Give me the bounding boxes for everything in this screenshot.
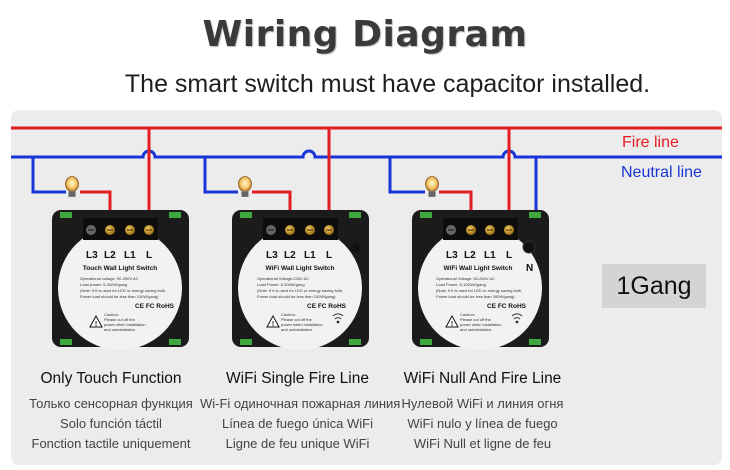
- caution-text: Caution:: [104, 312, 119, 317]
- switch-label-plate: [238, 226, 362, 350]
- light-bulb-icon: [65, 176, 79, 197]
- caption-line: Нулевой WiFi и линия огня: [401, 396, 564, 411]
- switch-model-name: Touch Wall Light Switch: [83, 265, 157, 272]
- terminal-label-l2: L2: [284, 250, 296, 261]
- caution-text: and uninstallation.: [104, 327, 136, 332]
- switch-model-name: WiFi Wall Light Switch: [265, 265, 334, 272]
- switch-unit-wifi-single-fire: L3 L2 L1 L WiFi Wall Light Switch Operat…: [203, 128, 369, 350]
- spec-line: Load Power: 5-1000W/gang: [436, 282, 486, 287]
- caution-text: and uninstallation.: [460, 327, 492, 332]
- switch-unit-touch: L3 L2 L1 L Touch Wall Light Switch Opera…: [31, 128, 189, 350]
- caption-line: WiFi nulo y línea de fuego: [407, 416, 558, 431]
- terminal-label-l: L: [146, 250, 152, 261]
- spec-line: Load Power: 5-300W/gang: [257, 282, 305, 287]
- caption-title: WiFi Null And Fire Line: [403, 370, 562, 387]
- light-bulb-icon: [425, 176, 439, 197]
- terminal-label-l3: L3: [266, 250, 278, 261]
- light-bulb-icon: [238, 176, 252, 197]
- terminal-label-l2: L2: [464, 250, 476, 261]
- switch-model-name: WiFi Wall Light Switch: [443, 265, 512, 272]
- spec-line: Power load should be less than 100W/gang…: [257, 294, 336, 299]
- wifi-icon: [332, 313, 344, 324]
- spec-line: Power load should be less than 300W/gang…: [436, 294, 515, 299]
- neutral-line-label: Neutral line: [621, 164, 702, 181]
- caption-line: Ligne de feu unique WiFi: [225, 436, 370, 451]
- caution-text: power when installation: [281, 322, 323, 327]
- caution-text: Please cut off the: [281, 317, 313, 322]
- terminal-label-l: L: [506, 250, 512, 261]
- spec-line: Power load should be less than 100W/gang…: [80, 294, 159, 299]
- caution-text: power when installation: [104, 322, 146, 327]
- terminal-label-l3: L3: [446, 250, 458, 261]
- caution-text: Please cut off the: [460, 317, 492, 322]
- terminal-label-l1: L1: [484, 250, 496, 261]
- terminal-label-l: L: [326, 250, 332, 261]
- spec-line: (Note: If it is used for LED or energy s…: [257, 288, 343, 293]
- terminal-screws: [86, 225, 154, 235]
- caption-line: Línea de fuego única WiFi: [221, 416, 374, 431]
- caption-line: WiFi Null et ligne de feu: [413, 436, 552, 451]
- certification-marks: CE FC RoHS: [307, 303, 347, 310]
- svg-text:!: !: [272, 321, 274, 328]
- caption-title: WiFi Single Fire Line: [226, 370, 369, 387]
- svg-text:!: !: [451, 321, 453, 328]
- caution-icon: !: [89, 314, 103, 328]
- caution-icon: !: [266, 314, 280, 328]
- terminal-label-n: N: [526, 263, 533, 274]
- spec-line: (Note: If it is used for LED or energy s…: [436, 288, 522, 293]
- caption-wifi-single-fire: WiFi Single Fire Line Wi-Fi одиночная по…: [200, 370, 401, 454]
- spec-line: (Note: If it is used for LED or energy s…: [80, 288, 166, 293]
- caption-line: Solo función táctil: [60, 416, 162, 431]
- caution-text: Caution:: [281, 312, 296, 317]
- terminal-screws: [266, 225, 334, 235]
- page-subtitle: The smart switch must have capacitor ins…: [124, 70, 651, 98]
- switch-unit-wifi-null-fire: L3 L2 L1 L N WiFi Wall Light Switch Oper…: [388, 128, 549, 350]
- caption-touch: Only Touch Function Только сенсорная фун…: [10, 370, 212, 454]
- fire-line-label: Fire line: [622, 134, 679, 151]
- caution-text: Caution:: [460, 312, 475, 317]
- caution-icon: !: [445, 314, 459, 328]
- caption-title: Only Touch Function: [40, 370, 182, 387]
- switch-label-plate: [418, 226, 542, 350]
- caption-line: Wi-Fi одиночная пожарная линия: [200, 396, 401, 411]
- terminal-label-l2: L2: [104, 250, 116, 261]
- terminal-label-l3: L3: [86, 250, 98, 261]
- caution-text: Please cut off the: [104, 317, 136, 322]
- spec-line: Operational Voltage:220V AC: [257, 276, 309, 281]
- caption-wifi-null-fire: WiFi Null And Fire Line Нулевой WiFi и л…: [390, 370, 575, 454]
- caption-line: Fonction tactile uniquement: [31, 436, 191, 451]
- caution-text: power when installation: [460, 322, 502, 327]
- svg-text:!: !: [95, 321, 97, 328]
- caution-text: and uninstallation.: [281, 327, 313, 332]
- terminal-label-l1: L1: [124, 250, 136, 261]
- spec-line: Load power: 5-300W/gang: [80, 282, 127, 287]
- gang-badge: 1Gang: [602, 264, 706, 308]
- certification-marks: CE FC RoHS: [135, 303, 175, 310]
- neutral-line: [11, 149, 722, 159]
- spec-line: Operational Voltage: 80-260V AC: [436, 276, 495, 281]
- caption-line: Только сенсорная функция: [29, 396, 193, 411]
- neutral-terminal: [522, 240, 536, 254]
- terminal-screws: [446, 225, 514, 235]
- wifi-icon: [511, 313, 523, 324]
- switch-label-plate: [58, 226, 182, 350]
- spec-line: Operational voltage: 90-250V AC: [80, 276, 139, 281]
- page-title: Wiring Diagram: [202, 14, 528, 55]
- terminal-label-l1: L1: [304, 250, 316, 261]
- certification-marks: CE FC RoHS: [487, 303, 527, 310]
